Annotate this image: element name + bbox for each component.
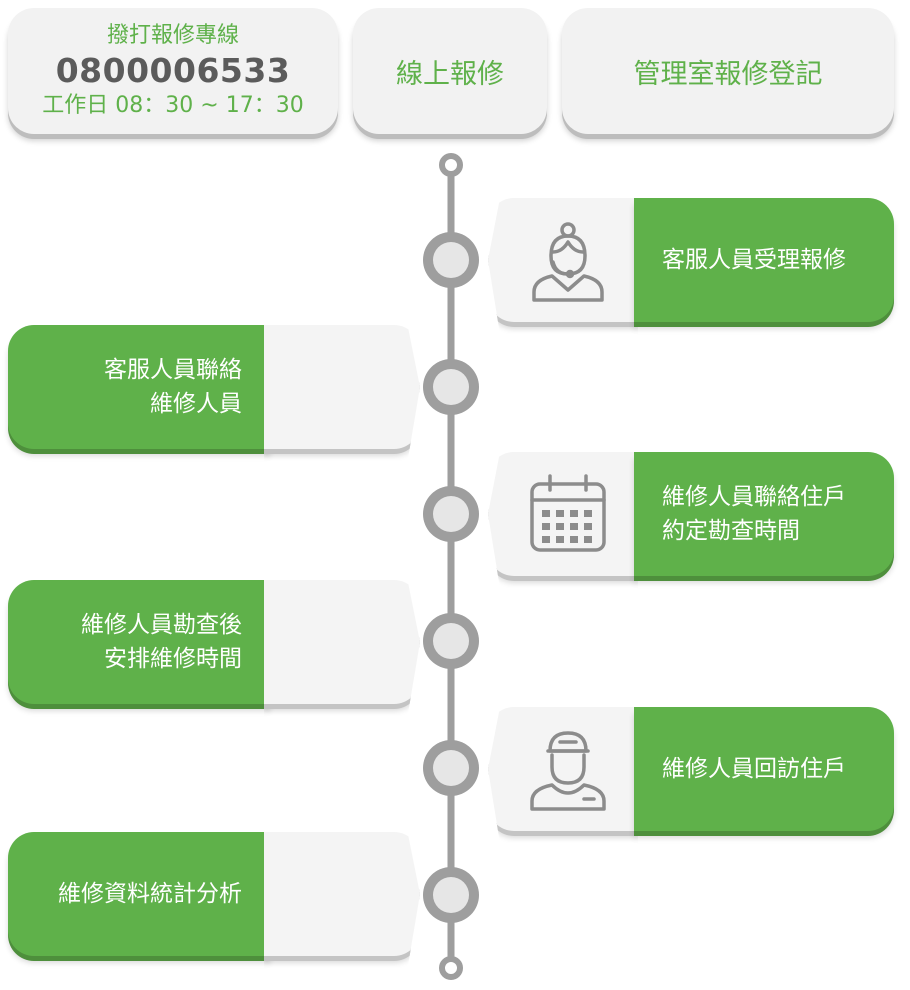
step-label: 維修資料統計分析 (8, 832, 270, 956)
timeline-node (423, 740, 479, 796)
timeline-node (423, 486, 479, 542)
online-repair-label: 線上報修 (396, 58, 504, 90)
step-icon-panel (264, 580, 420, 704)
timeline-node (423, 613, 479, 669)
timeline-node (423, 867, 479, 923)
office-repair-label: 管理室報修登記 (633, 58, 823, 90)
step-label: 客服人員受理報修 (634, 198, 894, 322)
step-label: 客服人員聯絡 維修人員 (8, 325, 270, 449)
step-5: 維修人員回訪住戶 (488, 707, 894, 831)
online-repair-card[interactable]: 線上報修 (353, 8, 547, 134)
step-4: 維修人員勘查後 安排維修時間 (8, 580, 420, 704)
customer-service-agent-icon (532, 222, 604, 302)
step-label: 維修人員回訪住戶 (634, 707, 894, 831)
step-2: 客服人員聯絡 維修人員 (8, 325, 420, 449)
step-3: 維修人員聯絡住戶 約定勘查時間 (488, 452, 894, 576)
phone-number[interactable]: 0800006533 (55, 51, 291, 90)
office-repair-card[interactable]: 管理室報修登記 (562, 8, 894, 134)
step-icon-panel (264, 832, 420, 956)
timeline-node (423, 232, 479, 288)
timeline-end-top (439, 153, 463, 177)
step-icon-panel (488, 707, 638, 831)
calendar-icon (530, 474, 606, 552)
step-icon-panel (488, 198, 638, 322)
step-1: 客服人員受理報修 (488, 198, 894, 322)
timeline-end-bottom (439, 956, 463, 980)
working-hours: 工作日 08：30 ~ 17：30 (42, 93, 304, 118)
phone-hotline-label: 撥打報修專線 (106, 23, 239, 48)
phone-hotline-card[interactable]: 撥打報修專線 0800006533 工作日 08：30 ~ 17：30 (8, 8, 338, 134)
step-icon-panel (488, 452, 638, 576)
step-label: 維修人員勘查後 安排維修時間 (8, 580, 270, 704)
step-icon-panel (264, 325, 420, 449)
step-label: 維修人員聯絡住戶 約定勘查時間 (634, 452, 894, 576)
timeline-node (423, 359, 479, 415)
technician-icon (530, 731, 606, 811)
step-6: 維修資料統計分析 (8, 832, 420, 956)
